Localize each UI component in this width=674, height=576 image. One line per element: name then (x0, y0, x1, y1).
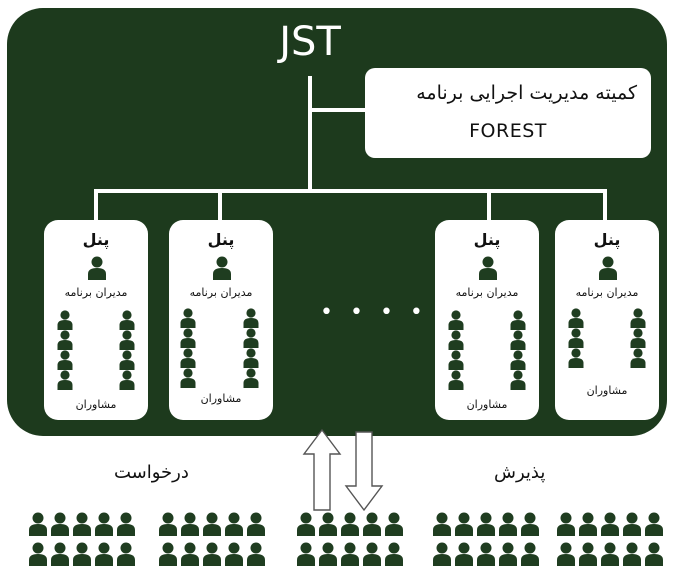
person-icon (568, 328, 584, 348)
person-icon (119, 330, 135, 350)
person-icon (57, 330, 73, 350)
crowd-group-5 (556, 512, 666, 576)
person-icon (119, 370, 135, 390)
person-icon (510, 310, 526, 330)
person-icon (243, 308, 259, 328)
person-icon (119, 350, 135, 370)
person-icon (180, 308, 196, 328)
crowd-people-icon (557, 512, 663, 566)
managers-label: مدیران برنامه (455, 286, 519, 299)
committee-title: کمیته مدیریت اجرایی برنامه (416, 82, 637, 104)
manager-person-icon (213, 256, 231, 280)
ellipsis: • • • • • (320, 300, 458, 325)
panel-3: پنل مدیران برنامه مشاوران (435, 220, 539, 420)
advisors-right-column (629, 308, 647, 368)
panel-4: پنل مدیران برنامه مشاوران (555, 220, 659, 420)
connector-horizontal (94, 189, 607, 193)
person-icon (510, 330, 526, 350)
panel-title: پنل (82, 230, 110, 249)
person-icon (448, 330, 464, 350)
acceptance-label: پذیرش (494, 462, 546, 483)
person-icon (448, 350, 464, 370)
connector-panel-1 (94, 189, 98, 221)
crowd-group-1 (28, 512, 138, 576)
committee-subtitle: FOREST (469, 120, 547, 142)
person-icon (448, 370, 464, 390)
panel-title: پنل (207, 230, 235, 249)
advisors-right-column (242, 308, 260, 388)
person-icon (630, 348, 646, 368)
crowd-people-icon (29, 512, 135, 566)
connector-trunk (308, 76, 312, 191)
request-acceptance-arrows (302, 428, 384, 512)
connector-committee (310, 108, 365, 112)
person-icon (180, 348, 196, 368)
advisors-right-column (118, 310, 136, 390)
advisors-left-column (447, 310, 465, 390)
managers-label: مدیران برنامه (575, 286, 639, 299)
request-label: درخواست (114, 462, 189, 483)
manager-person-icon (479, 256, 497, 280)
panel-title: پنل (473, 230, 501, 249)
manager-person-icon (88, 256, 106, 280)
up-arrow-icon (302, 428, 342, 511)
manager-person-icon (599, 256, 617, 280)
advisors-label: مشاوران (200, 392, 242, 405)
person-icon (568, 308, 584, 328)
person-icon (448, 310, 464, 330)
connector-panel-2 (218, 189, 222, 221)
crowd-group-3 (296, 512, 406, 576)
person-icon (57, 370, 73, 390)
person-icon (243, 368, 259, 388)
advisors-label: مشاوران (75, 398, 117, 411)
person-icon (510, 350, 526, 370)
person-icon (57, 350, 73, 370)
crowd-people-icon (159, 512, 265, 566)
managers-label: مدیران برنامه (64, 286, 128, 299)
advisors-right-column (509, 310, 527, 390)
advisors-left-column (567, 308, 585, 368)
person-icon (180, 368, 196, 388)
crowd-people-icon (297, 512, 403, 566)
crowd-people-icon (433, 512, 539, 566)
person-icon (630, 308, 646, 328)
managers-label: مدیران برنامه (189, 286, 253, 299)
person-icon (243, 328, 259, 348)
jst-title: JST (279, 19, 341, 65)
down-arrow-icon (344, 431, 384, 512)
crowd-group-4 (432, 512, 542, 576)
panel-1: پنل مدیران برنامه مشاوران (44, 220, 148, 420)
advisors-left-column (179, 308, 197, 388)
person-icon (568, 348, 584, 368)
advisors-label: مشاوران (586, 384, 628, 397)
connector-panel-3 (487, 189, 491, 221)
person-icon (630, 328, 646, 348)
panel-2: پنل مدیران برنامه مشاوران (169, 220, 273, 420)
connector-panel-4 (603, 189, 607, 221)
panel-title: پنل (593, 230, 621, 249)
advisors-left-column (56, 310, 74, 390)
person-icon (119, 310, 135, 330)
committee-box: کمیته مدیریت اجرایی برنامه FOREST (365, 68, 651, 158)
person-icon (243, 348, 259, 368)
advisors-label: مشاوران (466, 398, 508, 411)
crowd-group-2 (158, 512, 268, 576)
person-icon (510, 370, 526, 390)
person-icon (57, 310, 73, 330)
person-icon (180, 328, 196, 348)
